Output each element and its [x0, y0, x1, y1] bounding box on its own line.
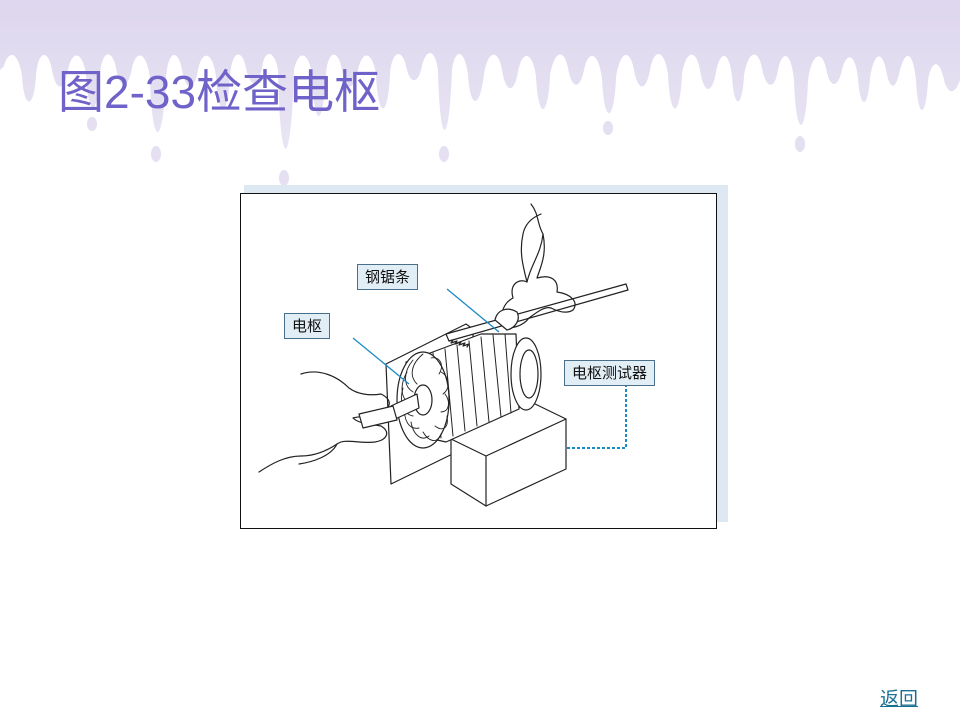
- figure-frame: 钢锯条 电枢 电枢测试器: [240, 193, 717, 529]
- armature-tester-label: 电枢测试器: [564, 360, 656, 386]
- armature-illustration: [258, 203, 629, 507]
- slide-title: 图2-33检查电枢: [58, 66, 381, 118]
- saw-blade-label: 钢锯条: [357, 264, 419, 290]
- back-link[interactable]: 返回: [880, 688, 919, 710]
- armature-inspection-figure: 钢锯条 电枢 电枢测试器: [240, 185, 728, 530]
- armature-label: 电枢: [284, 313, 331, 339]
- drip-background: [0, 0, 960, 186]
